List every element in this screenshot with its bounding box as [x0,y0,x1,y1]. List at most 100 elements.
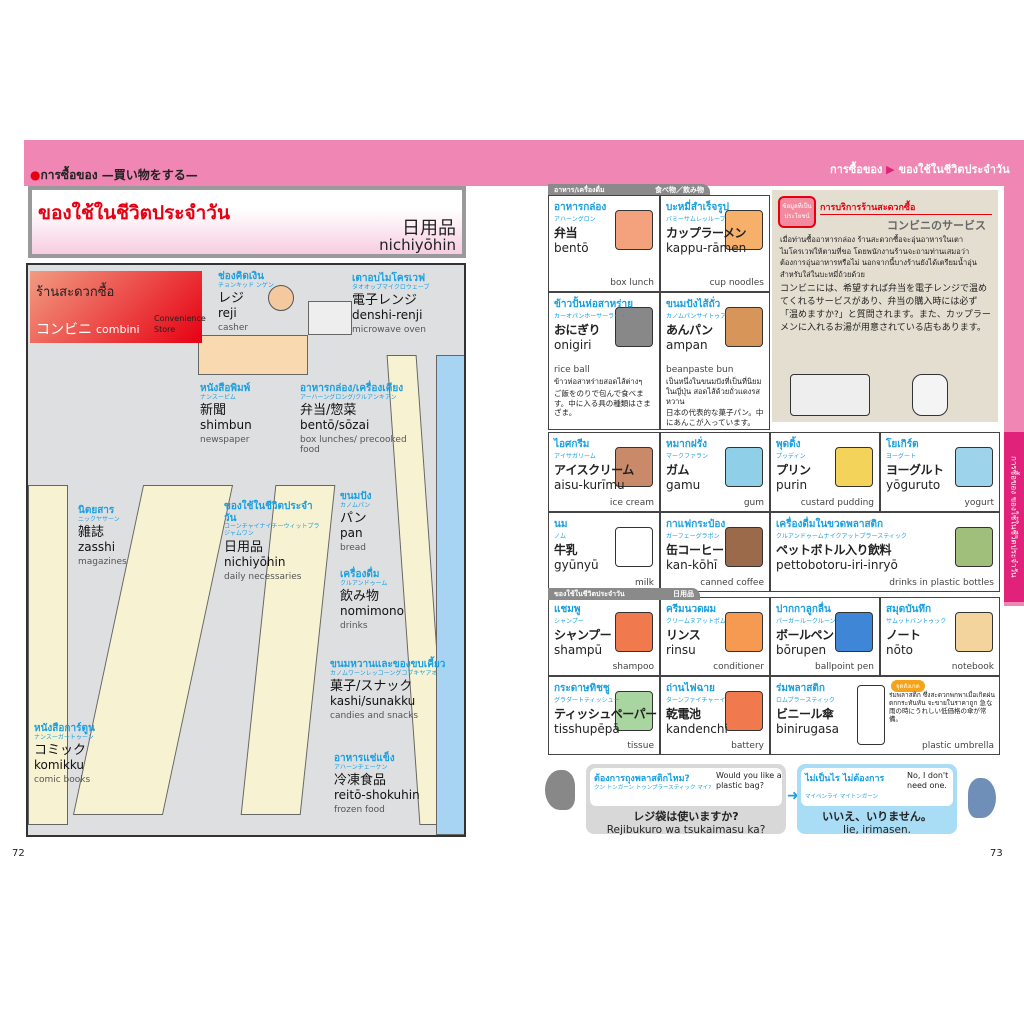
item-kana: プッディン [776,453,806,460]
item-thai: กาแฟกระป๋อง [666,519,726,530]
answer-kana: マイペンライ マイトンガーン [805,794,878,800]
item-romaji: rinsu [666,643,696,657]
speaker-icon-left [545,770,575,810]
vocab-cell: เครื่องดื่มในขวดพลาสติกクルアンドゥームナイクアットプラー… [770,512,1000,592]
question-en: Would you like a plastic bag? [716,771,782,791]
item-en: box lunch [610,278,654,288]
answer-bubble: ไม่เป็นไร ไม่ต้องการ マイペンライ マイトンガーン No, … [797,764,957,836]
item-jp: アイスクリーム [554,463,634,477]
item-jp: ノート [886,628,921,642]
side-tab[interactable]: การซื้อของ ของใช้ในชีวิตประจำวัน [1004,432,1024,602]
label-en: magazines [78,557,127,568]
store-jp: コンビニ [36,322,92,338]
answer-en: No, I don't need one. [907,771,949,791]
label-romaji: reitō-shokuhin [334,788,420,803]
label-thai: หนังสือการ์ตูน [34,723,95,734]
item-thai: ถ่านไฟฉาย [666,683,715,694]
breadcrumb-1: การซื้อของ [830,163,883,176]
item-illustration [835,612,873,652]
item-en: notebook [951,662,994,672]
item-thai: อาหารกล่อง [554,202,607,213]
tip-box: ข้อมูลที่เป็นประโยชน์ การบริการร้านสะดวก… [772,190,998,422]
question-jp: レジ袋は使いますか? [633,810,739,823]
item-desc-thai: เป็นหนึ่งในขนมปังที่เป็นที่นิยมในญี่ปุ่น… [666,377,762,406]
breadcrumb-2: ของใช้ในชีวิตประจำวัน [898,163,1010,176]
item-romaji: binirugasa [776,722,840,736]
label-en: bread [340,543,366,554]
item-romaji: aisu-kurīmu [554,478,625,492]
item-romaji: purin [776,478,808,492]
item-kana: アイサガリーム [554,453,596,460]
item-en: drinks in plastic bottles [889,578,994,588]
label-kana: チョンキッド ンゲン [218,281,274,289]
label-kana: ナンスーピム [200,393,236,401]
tip-title-thai: การบริการร้านสะดวกซื้อ [820,200,992,215]
label-romaji: kashi/sunakku [330,694,416,709]
question-romaji: Rejibukuro wa tsukaimasu ka? [606,824,766,836]
title-romaji: nichiyōhin [379,236,456,254]
item-jp: カップラーメン [666,226,747,240]
label-thai: ของใช้ในชีวิตประจำวัน [224,501,313,524]
section-daily-jp: 日用品 [673,590,694,598]
store-thai: ร้านสะดวกซื้อ [36,285,115,300]
page-number-left: 72 [12,848,25,859]
kettle-drawing [912,374,948,416]
item-illustration [725,612,763,652]
item-kana: ロムプラースティック [776,697,835,704]
item-romaji: kan-kōhī [666,558,718,572]
arrow-right-icon: ➜ [787,788,799,804]
item-thai: ครีมนวดผม [666,604,717,615]
label-jp: 雑誌 [78,525,105,541]
label-en: newspaper [200,435,250,446]
label-thai: ขนมหวานและของขบเคี้ยว [330,659,446,670]
item-romaji: kappu-rāmen [666,241,747,255]
label-romaji: nichiyōhin [224,554,286,569]
item-illustration [615,612,653,652]
section-header-food: อาหาร/เครื่องดื่ม食べ物／飲み物 [548,184,710,196]
item-thai: กระดาษทิชชู [554,683,610,694]
label-en: microwave oven [352,325,426,336]
item-desc-jp: ご飯をのりで包んで食べます。中に入る具の種類はさまざま。 [554,388,651,418]
item-jp: 牛乳 [554,543,578,557]
label-jp: 弁当/惣菜 [300,403,357,419]
label-thai: เครื่องดื่ม [340,569,380,580]
label-jp: 菓子/スナック [330,679,413,695]
label-thai: หนังสือพิมพ์ [200,383,251,394]
item-kana: パーガールークルーン [776,618,836,625]
tip-badge: ข้อมูลที่เป็นประโยชน์ [778,196,816,228]
label-en: candies and snacks [330,711,419,722]
item-romaji: kandenchi [666,722,728,736]
item-illustration [615,527,653,567]
speaker-icon-right [968,778,996,818]
cashier-drawing [268,285,294,311]
item-thai: ขนมปังไส้ถั่ว [666,299,721,310]
item-romaji: shampū [554,643,603,657]
item-thai: ปากกาลูกลื่น [776,604,831,615]
item-romaji: tisshupēpā [554,722,620,736]
item-illustration [615,210,653,250]
section-food-thai: อาหาร/เครื่องดื่ม [554,186,605,194]
item-en: ballpoint pen [815,662,874,672]
item-kana: カノムパンサイトゥア [666,313,727,320]
label-jp: 電子レンジ [352,293,418,309]
label-bento-sozai: อาหารกล่อง/เครื่องเคียงアーハーングロング/クルアンキアン… [300,383,416,456]
title-thai: ของใช้ในชีวิตประจำวัน [38,202,230,224]
bullet-icon: ● [30,168,41,182]
chapter-band [24,140,1024,186]
item-en: milk [635,578,654,588]
item-en: yogurt [964,498,994,508]
note-text: ร่มพลาสติก ซึ่งสะดวกพกพาเมื่อเกิดฝนตกกระ… [889,691,995,724]
item-thai: ข้าวปั้นห่อสาหร่าย [554,299,634,310]
item-en: canned coffee [700,578,764,588]
